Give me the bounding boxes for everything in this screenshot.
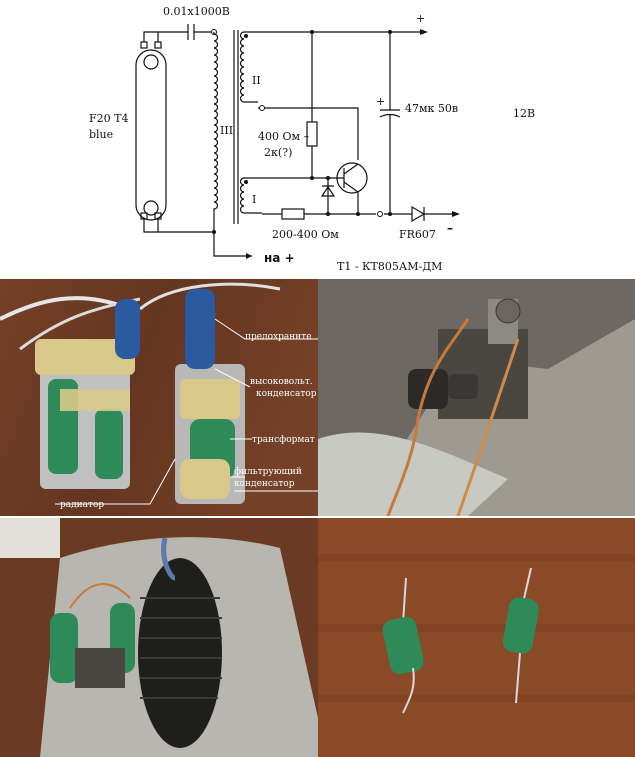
minus-label: –: [447, 221, 453, 235]
photo-transformer-unit: [0, 518, 318, 757]
base-resistor-label-2: 2к(?): [264, 146, 292, 159]
callout-radiator: радиатор: [60, 500, 104, 510]
electrolytic-plus: +: [376, 95, 385, 108]
diode-label: FR607: [399, 228, 436, 241]
circuit-schematic: F20 T4 blue 0.01x1000B на + III II I +: [89, 5, 535, 273]
ground-label: на +: [264, 251, 295, 265]
photo-assembled-units: предохраните высоковольт. конденсатор тр…: [0, 279, 318, 516]
capacitor-top: [187, 24, 195, 40]
transformer: [213, 30, 262, 224]
winding-I-label: I: [252, 193, 256, 206]
bottom-resistor-label: 200-400 Ом: [272, 228, 339, 241]
lamp-label-2: blue: [89, 128, 113, 141]
capacitor-top-label: 0.01x1000B: [163, 5, 230, 18]
electrolytic-label: 47мк 50в: [405, 102, 458, 115]
photo-two-chokes: [318, 518, 635, 757]
bottom-resistor: [281, 208, 305, 220]
fluorescent-lamp: [135, 41, 167, 221]
base-resistor-label-1: 400 Ом –: [258, 130, 310, 143]
callout-fuse: предохраните: [245, 332, 312, 342]
callout-transformer: трансформат: [252, 435, 315, 445]
callout-hv-1: высоковольт.: [250, 377, 313, 387]
plus-top: +: [416, 12, 425, 25]
supply-voltage: 12В: [513, 107, 535, 120]
winding-II-label: II: [252, 74, 261, 87]
callout-hv-2: конденсатор: [256, 389, 317, 399]
lamp-label-1: F20 T4: [89, 112, 128, 125]
electrolytic-capacitor: [379, 32, 401, 214]
transistor-label: T1 - КТ805АМ-ДМ: [337, 260, 442, 273]
diode-FR607: [411, 205, 426, 223]
photo-transistor-closeup: [318, 279, 635, 516]
callout-filter-2: конденсатор: [234, 479, 295, 489]
winding-III-label: III: [220, 124, 233, 137]
callout-filter-1: фильтрующий: [234, 467, 302, 477]
